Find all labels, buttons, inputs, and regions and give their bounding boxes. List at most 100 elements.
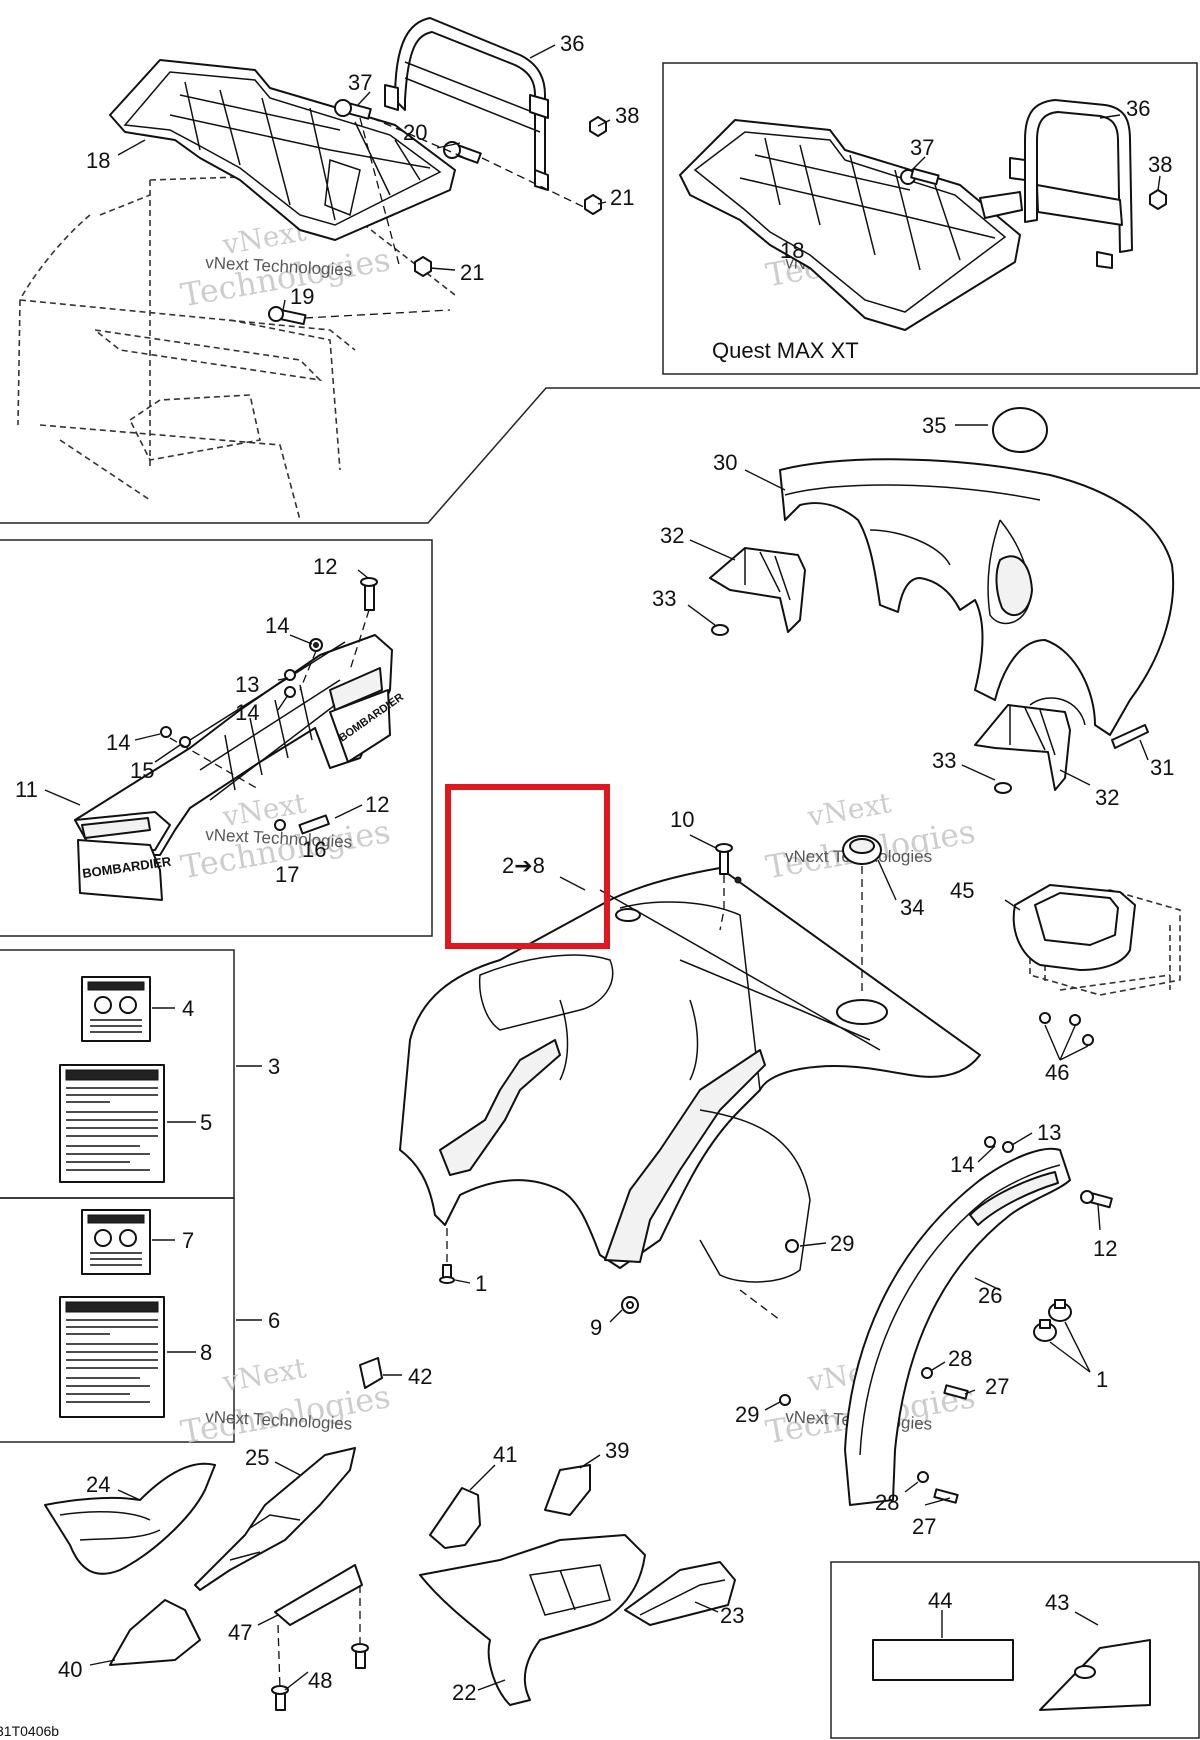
callout: 43 [1045, 1590, 1069, 1615]
callout: 44 [928, 1588, 952, 1613]
callout: 23 [720, 1603, 744, 1628]
callout: 47 [228, 1620, 252, 1645]
callout: 28 [875, 1490, 899, 1515]
callout: 29 [830, 1231, 854, 1256]
kit-frame [830, 1561, 1200, 1739]
callout: 10 [670, 807, 694, 832]
callout: 3 [268, 1054, 280, 1079]
watermark-4: vNext Technologies [763, 786, 978, 886]
rear-rack [109, 59, 456, 241]
callout: 33 [652, 586, 676, 611]
callout: 34 [900, 895, 924, 920]
callout: 41 [493, 1442, 517, 1467]
callout: 8 [200, 1340, 212, 1365]
grab-bar [384, 17, 549, 191]
clip-29 [785, 1239, 799, 1253]
callout: 14 [106, 730, 130, 755]
callout: 15 [130, 758, 154, 783]
bracket-32 [709, 547, 806, 633]
decal-frame-lower [0, 1197, 235, 1443]
cover-40 [109, 1599, 201, 1666]
nut-21-b [414, 256, 432, 277]
callout: 5 [200, 1110, 212, 1135]
vent-41 [429, 1487, 481, 1549]
decal-7 [81, 1209, 151, 1275]
callout: 46 [1045, 1060, 1069, 1085]
callout: 36 [560, 31, 584, 56]
callout: 32 [1095, 785, 1119, 810]
cap-35 [992, 407, 1048, 453]
callout: 48 [308, 1668, 332, 1693]
panel-24 [44, 1462, 216, 1575]
decal-5 [59, 1064, 165, 1183]
callout: 18 [86, 148, 110, 173]
strip-31 [1111, 724, 1149, 749]
callout: 1 [1096, 1367, 1108, 1392]
callout: 36 [1126, 96, 1150, 121]
callout: 7 [182, 1228, 194, 1253]
item-44 [872, 1639, 1014, 1681]
callout: 13 [1037, 1120, 1061, 1145]
callout: 21 [610, 185, 634, 210]
callout: 19 [290, 284, 314, 309]
decal-4 [81, 976, 151, 1042]
callout: 22 [452, 1680, 476, 1705]
callout: 38 [615, 103, 639, 128]
callout: 9 [590, 1315, 602, 1340]
callout: 12 [313, 554, 337, 579]
callout: 14 [235, 700, 259, 725]
clip-42 [359, 1357, 383, 1389]
callout: 39 [605, 1438, 629, 1463]
fasteners-top [268, 99, 607, 326]
callout: 11 [15, 777, 38, 802]
callout: 38 [1148, 152, 1172, 177]
callout: 32 [660, 523, 684, 548]
watermark-line1: vNext [219, 1351, 309, 1398]
callout: 28 [948, 1346, 972, 1371]
watermarks: vNext Technologies vNext Technologies vN… [178, 194, 978, 1451]
callout: 13 [235, 672, 259, 697]
callout: 33 [932, 748, 956, 773]
callout: 40 [58, 1657, 82, 1682]
callout: 14 [265, 613, 289, 638]
callout: 21 [460, 260, 484, 285]
callout: 37 [348, 70, 372, 95]
callout: 45 [950, 878, 974, 903]
watermark-line1: vNext [804, 786, 894, 833]
callout: 25 [245, 1445, 269, 1470]
clip-33 [711, 624, 729, 636]
nut-21 [584, 194, 602, 215]
rear-section-boundary [0, 387, 1200, 524]
side-fender-26 [779, 1136, 1113, 1506]
callout: 26 [978, 1283, 1002, 1308]
callout: 24 [86, 1472, 110, 1497]
leader-lines [44, 44, 1161, 1691]
footer-code: 31T0406b [0, 1723, 59, 1739]
panel-25 [194, 1447, 356, 1591]
callout: 29 [735, 1402, 759, 1427]
callout: 16 [302, 837, 326, 862]
callout: 1 [475, 1271, 487, 1296]
nut-38 [589, 116, 607, 137]
callout: 12 [365, 792, 389, 817]
section-frames [0, 62, 1200, 1739]
rear-rack-assembly [17, 17, 607, 521]
callout: 42 [408, 1364, 432, 1389]
callout: 30 [713, 450, 737, 475]
storage-45 [1012, 884, 1181, 1046]
callout-labels: 36 37 38 18 20 21 21 19 36 37 38 18 35 3… [0, 31, 1174, 1739]
callout: 20 [403, 120, 427, 145]
callout: 31 [1150, 755, 1174, 780]
bottom-parts [44, 1357, 1151, 1711]
quest-max-xt-inset: Quest MAX XT [679, 99, 1167, 363]
screw-12-b [298, 814, 330, 835]
inset-frame-quest-max-xt [662, 62, 1198, 375]
callout: 18 [780, 238, 804, 263]
callout: 14 [950, 1152, 974, 1177]
bracket-32-b [974, 704, 1071, 791]
front-bumper-frame [0, 539, 433, 937]
watermark-line2: Technologies [178, 240, 393, 314]
callout: 27 [985, 1374, 1009, 1399]
callout: 37 [910, 135, 934, 160]
